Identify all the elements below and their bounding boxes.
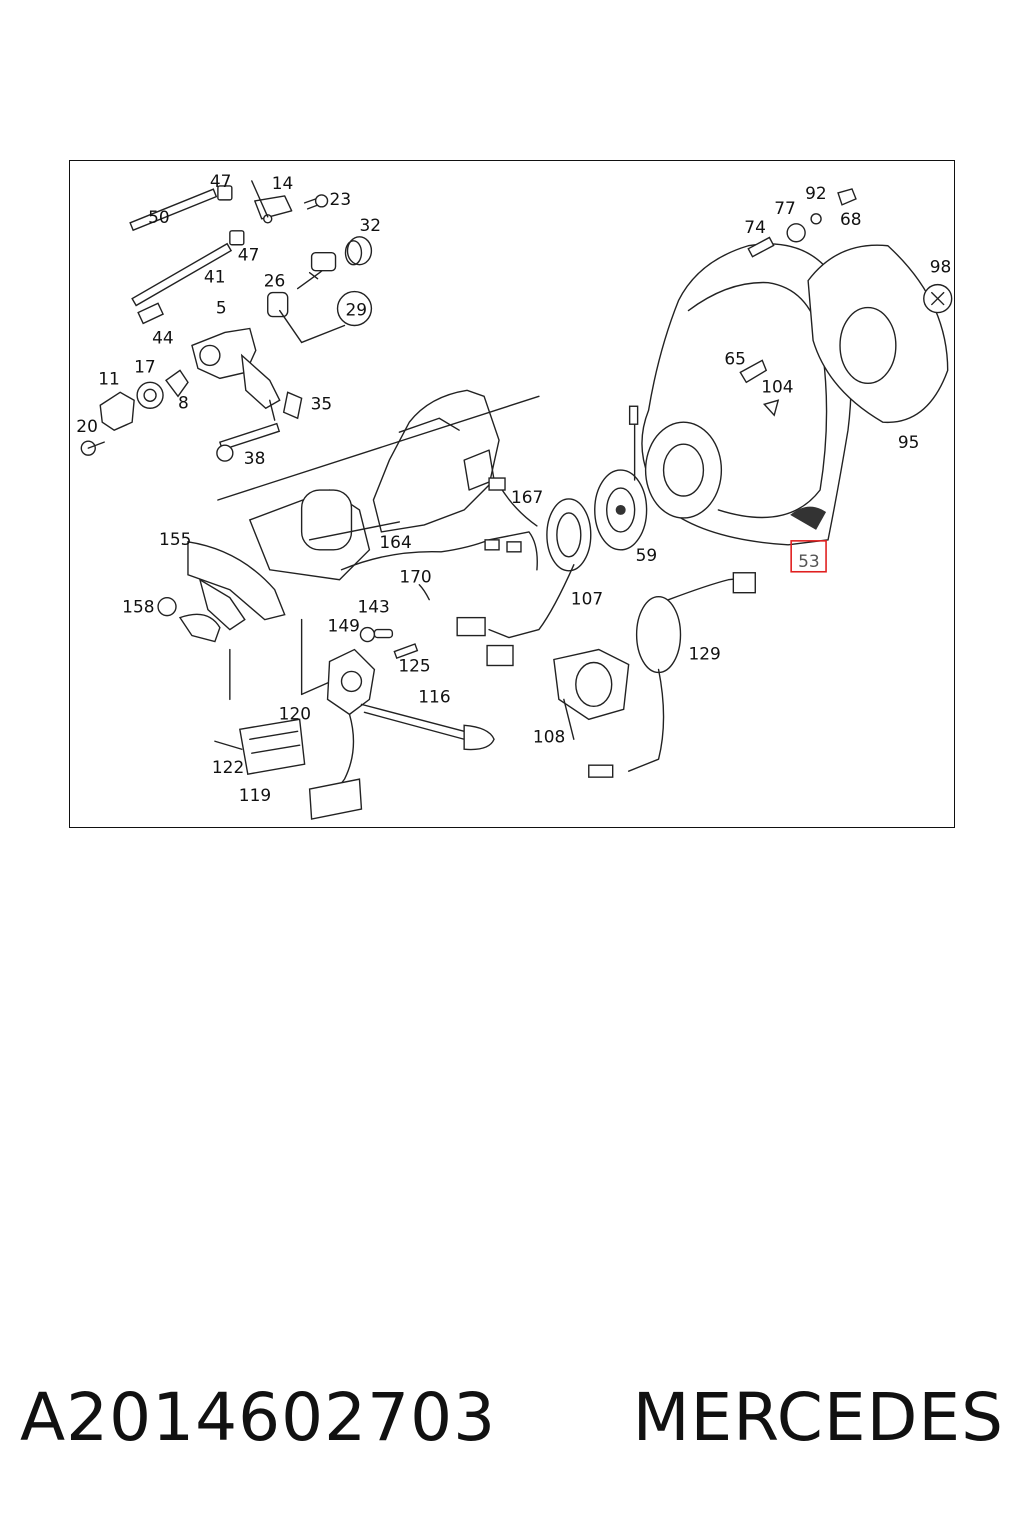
screw-23	[303, 194, 329, 210]
callout-158: 158	[122, 597, 154, 617]
callout-104: 104	[761, 376, 793, 396]
column-shaft	[217, 395, 540, 701]
callout-26: 26	[264, 271, 286, 291]
harness-129-108	[553, 572, 756, 778]
callout-35: 35	[311, 393, 333, 413]
callout-32: 32	[359, 215, 381, 235]
column-cover-164	[372, 389, 500, 533]
callout-29: 29	[346, 300, 368, 320]
brand-name: MERCEDES	[632, 1378, 1004, 1456]
callout-170: 170	[399, 567, 431, 587]
clock-spring-107	[456, 498, 592, 667]
callout-167: 167	[511, 487, 543, 507]
hardware-74-77-92-68-65-104	[739, 188, 857, 417]
callout-129: 129	[688, 644, 720, 664]
connector-119-122	[214, 718, 306, 775]
steering-wheel-53	[641, 243, 852, 546]
parts-11-17-8-20	[80, 369, 189, 456]
callout-44: 44	[152, 327, 174, 347]
callout-65: 65	[724, 348, 746, 368]
highlight-box-53	[790, 540, 827, 573]
wiring-170-167	[340, 477, 538, 601]
key-26-29	[267, 252, 373, 344]
bracket-120-149-143-125	[300, 618, 419, 696]
parts-diagram: 47 14 23 50 32 47 41 26 29 5 44 17 11 8 …	[69, 160, 955, 828]
callout-8: 8	[178, 392, 189, 412]
callout-labels: 47 14 23 50 32 47 41 26 29 5 44 17 11 8 …	[76, 171, 951, 805]
callout-14: 14	[272, 173, 294, 193]
footer-caption: A2014602703 MERCEDES	[20, 1372, 1004, 1462]
callout-20: 20	[76, 416, 98, 436]
callout-77: 77	[774, 198, 796, 218]
callout-53: 53	[798, 551, 820, 571]
callout-5: 5	[216, 298, 227, 318]
airbag-95-98	[807, 244, 953, 423]
callout-125: 125	[398, 655, 430, 675]
callout-116: 116	[418, 686, 450, 706]
callout-92: 92	[805, 183, 827, 203]
callout-11: 11	[98, 368, 120, 388]
callout-47: 47	[210, 171, 232, 191]
callout-50: 50	[148, 207, 170, 227]
callout-107: 107	[571, 589, 603, 609]
callout-143: 143	[357, 597, 389, 617]
callout-164: 164	[379, 532, 411, 552]
callout-59: 59	[636, 545, 658, 565]
lock-housing-5	[191, 327, 281, 421]
callout-23: 23	[330, 189, 352, 209]
callout-74: 74	[744, 217, 766, 237]
callout-38: 38	[244, 448, 266, 468]
switch-155-158	[157, 541, 286, 643]
callout-119: 119	[239, 785, 271, 805]
callout-68: 68	[840, 209, 862, 229]
lever-14	[251, 180, 293, 224]
hub-59	[594, 405, 648, 551]
callout-108: 108	[533, 726, 565, 746]
callout-47b: 47	[238, 245, 260, 265]
exploded-view-drawing: 47 14 23 50 32 47 41 26 29 5 44 17 11 8 …	[76, 171, 953, 820]
callout-149: 149	[328, 616, 360, 636]
bolt-38-nut-35	[216, 391, 303, 462]
part-number: A2014602703	[20, 1378, 497, 1456]
callout-120: 120	[279, 703, 311, 723]
rods-group	[129, 185, 245, 325]
callout-155: 155	[159, 529, 191, 549]
callout-122: 122	[212, 757, 244, 777]
callout-41: 41	[204, 267, 226, 287]
callout-95: 95	[898, 432, 920, 452]
callout-98: 98	[930, 257, 952, 277]
combination-switch-116	[308, 648, 495, 820]
bushing-32	[344, 236, 373, 266]
callout-17: 17	[134, 356, 156, 376]
